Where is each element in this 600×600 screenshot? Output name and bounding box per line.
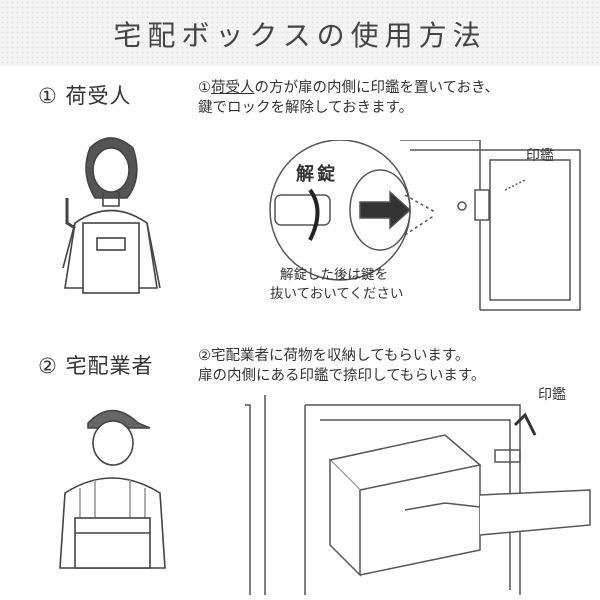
step1-desc-rest: の方が扉の内側に印鑑を置いておき、 <box>254 80 500 96</box>
step1-desc-prefix: ① <box>198 80 211 96</box>
note-line1: 解錠した後は鍵を <box>280 267 388 283</box>
seal-label-step2: 印鑑 <box>538 387 566 403</box>
remove-key-note: 解錠した後は鍵を 抜いておいてください <box>270 266 403 304</box>
step1-desc-recipient: 荷受人 <box>211 80 255 96</box>
unlock-label: 解錠 <box>296 164 338 185</box>
step2-desc-line2: 扉の内側にある印鑑で捺印してもらいます。 <box>198 368 486 384</box>
step1-heading: ① 荷受人 <box>38 84 132 108</box>
recipient-illustration <box>62 137 161 294</box>
step2-heading: ② 宅配業者 <box>38 354 154 378</box>
courier-illustration <box>59 409 166 569</box>
delivery-illustration <box>245 395 591 595</box>
step2-desc-line1: ②宅配業者に荷物を収納してもらいます。 <box>198 348 470 364</box>
step1-desc-line2: 鍵でロックを解除しておきます。 <box>198 100 414 116</box>
unlock-illustration <box>269 140 581 311</box>
seal-label-step1: 印鑑 <box>526 148 554 164</box>
page-title: 宅配ボックスの使用方法 <box>113 19 487 52</box>
step2-description: ②宅配業者に荷物を収納してもらいます。 扉の内側にある印鑑で捺印してもらいます。 <box>198 346 485 386</box>
note-line2: 抜いておいてください <box>270 286 404 302</box>
title-banner <box>0 0 600 66</box>
step1-description: ①荷受人の方が扉の内側に印鑑を置いておき、 鍵でロックを解除しておきます。 <box>198 78 499 118</box>
